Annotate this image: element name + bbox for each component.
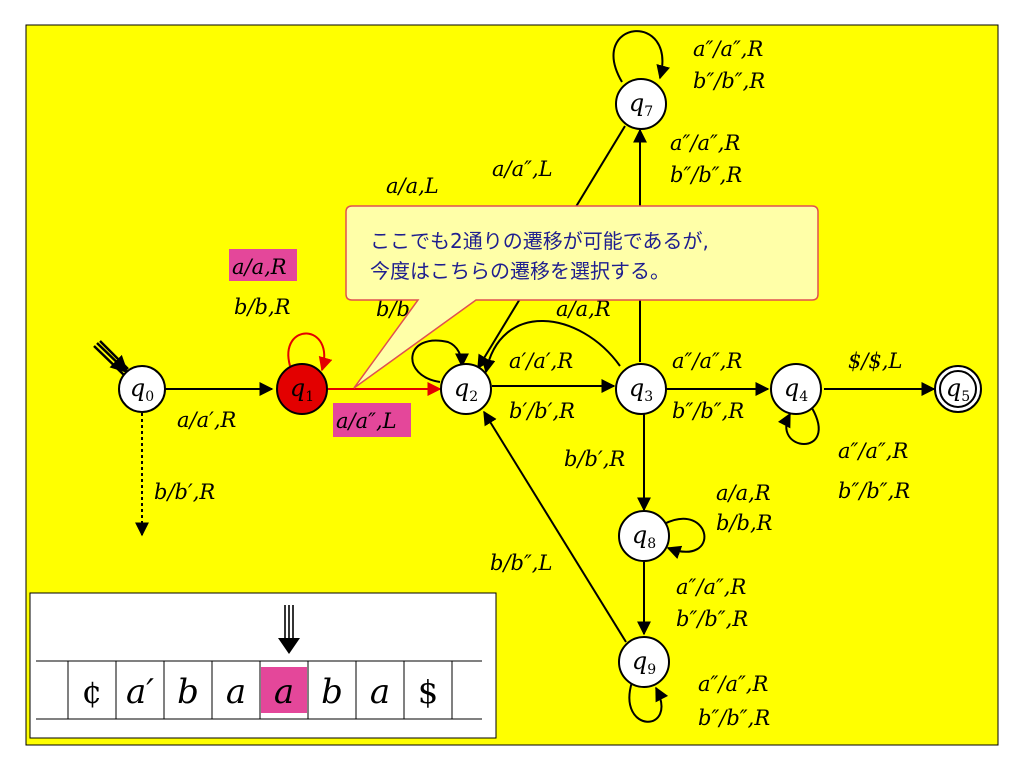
label-q9-q2: b/b″,L [490, 551, 552, 575]
label-q8-loop-1: a/a,R [716, 481, 771, 505]
state-q5: q5 [934, 365, 982, 413]
svg-text:q4: q4 [784, 374, 808, 405]
label-q4-loop-1: a″/a″,R [838, 439, 908, 463]
state-q8-sub: 8 [647, 536, 656, 552]
state-q7-label: q [629, 89, 644, 117]
state-q8-label: q [632, 521, 647, 549]
loop-q4 [777, 407, 820, 445]
state-q1-label: q [290, 374, 305, 402]
state-q5-label: q [946, 374, 961, 402]
label-q0-q1: a/a′,R [177, 408, 237, 432]
label-q2-q3-2: b′/b′,R [509, 399, 575, 423]
states: q0 q1 q2 q3 q4 q5 q7 q8 [118, 78, 982, 688]
tape-cell-symbol: b [321, 672, 343, 712]
state-q3-label: q [629, 374, 644, 402]
label-q9-loop-1: a″/a″,R [698, 672, 768, 696]
state-q4: q4 [770, 363, 822, 415]
label-q3-q7-1: a″/a″,R [670, 131, 740, 155]
start-arrow [96, 342, 129, 374]
state-q7: q7 [615, 78, 667, 130]
tape-cell-symbol: a [226, 672, 246, 712]
state-q7-sub: 7 [644, 104, 653, 120]
tape-cell-symbol: b [177, 672, 199, 712]
svg-text:q0: q0 [130, 374, 154, 405]
svg-text:q8: q8 [632, 521, 656, 552]
svg-text:q9: q9 [632, 647, 656, 678]
state-q0-label: q [130, 374, 145, 402]
loop-q1 [287, 332, 333, 372]
loop-q8 [663, 517, 706, 559]
tape-panel-box [29, 592, 497, 739]
label-q3-q4-1: a″/a″,R [672, 349, 742, 373]
state-q9-sub: 9 [647, 662, 656, 678]
label-q3-q2-1: a/a,R [556, 297, 611, 321]
tape-head-highlight [261, 667, 307, 713]
state-q3: q3 [615, 363, 667, 415]
label-q3-q7-2: b″/b″,R [670, 163, 742, 187]
label-q4-q5: $/$,L [848, 349, 902, 373]
callout-balloon [345, 205, 819, 389]
highlight-q1-q2-label [333, 403, 411, 437]
svg-text:q2: q2 [454, 374, 478, 405]
label-q7-loop-2: b″/b″,R [693, 69, 765, 93]
label-q8-q9-2: b″/b″,R [676, 607, 748, 631]
label-q8-q9-1: a″/a″,R [676, 575, 746, 599]
label-q7-q2: a/a″,L [492, 157, 553, 181]
tape-cell-symbol: a′ [126, 672, 154, 712]
state-q4-label: q [784, 374, 799, 402]
label-q1-q2: a/a″,L [336, 409, 397, 433]
callout-line-1: ここでも2通りの遷移が可能であるが, [370, 229, 709, 253]
loop-q9 [628, 681, 669, 723]
state-q2-sub: 2 [469, 389, 478, 405]
label-q2-loop-1: a/a,L [386, 174, 439, 198]
state-q2-label: q [454, 374, 469, 402]
label-q1-loop-1: a/a,R [232, 255, 287, 279]
label-q8-loop-2: b/b,R [716, 511, 773, 535]
state-q4-sub: 4 [799, 389, 808, 405]
loop-q2 [411, 339, 469, 383]
loop-q7 [612, 30, 670, 83]
label-q7-loop-1: a″/a″,R [693, 37, 763, 61]
svg-text:q3: q3 [629, 374, 653, 405]
state-q8: q8 [618, 510, 670, 562]
edge-q3-q2 [481, 320, 621, 374]
tape-head-arrow [278, 605, 300, 654]
tape-cell-symbol: $ [418, 673, 438, 711]
state-q1-sub: 1 [305, 389, 314, 405]
state-q2: q2 [440, 363, 492, 415]
callout-line-2: 今度はこちらの遷移を選択する。 [370, 259, 670, 283]
label-q2-q3-1: a′/a′,R [509, 349, 573, 373]
label-q0-down: b/b′,R [154, 480, 215, 504]
label-q1-loop-2: b/b,R [234, 295, 291, 319]
edge-q9-q2 [483, 410, 627, 643]
edges [93, 30, 936, 723]
tape-cell-symbol: ¢ [82, 673, 102, 711]
label-q3-q4-2: b″/b″,R [672, 399, 744, 423]
svg-text:q7: q7 [629, 89, 653, 120]
state-q3-sub: 3 [644, 389, 653, 405]
tape-cell-symbol: a [370, 672, 390, 712]
state-q9-label: q [632, 647, 647, 675]
label-q3-q8: b/b′,R [564, 447, 625, 471]
highlight-q1-loop-label [229, 249, 297, 281]
tape-cell-symbol: a [274, 672, 294, 712]
edge-labels: a/a′,R b/b′,R a/a,R b/b,R a/a″,L a/a,L b… [154, 37, 910, 730]
state-q5-sub: 5 [961, 389, 970, 405]
svg-text:q1: q1 [290, 374, 314, 405]
state-q0: q0 [118, 365, 166, 413]
label-q4-loop-2: b″/b″,R [838, 479, 910, 503]
svg-text:q5: q5 [946, 374, 970, 405]
state-q0-sub: 0 [145, 389, 154, 405]
state-q1: q1 [276, 363, 328, 415]
state-q9: q9 [618, 636, 670, 688]
callout: ここでも2通りの遷移が可能であるが, 今度はこちらの遷移を選択する。 [345, 205, 819, 389]
label-q9-loop-2: b″/b″,R [698, 706, 770, 730]
